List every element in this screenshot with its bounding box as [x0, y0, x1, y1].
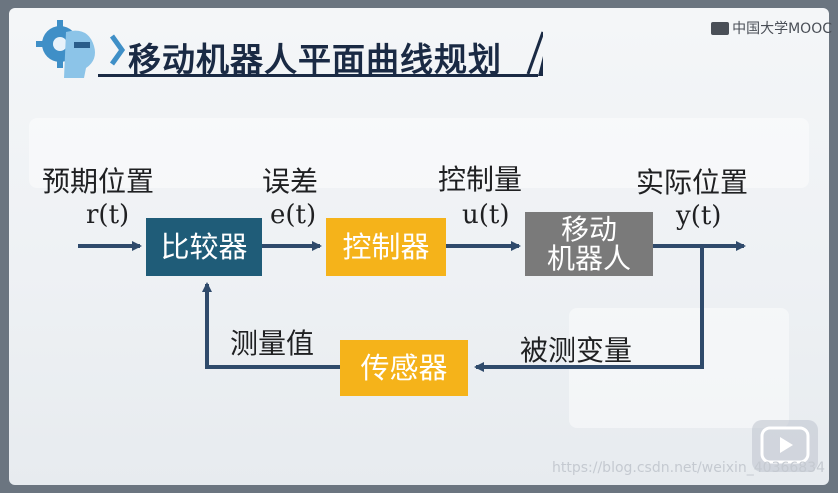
mobile-robot-label-line1: 移动 [560, 212, 617, 246]
measured-variable-label: 被测变量 [520, 334, 633, 367]
play-icon [760, 426, 810, 464]
feedback-to-comparator-arrow [202, 282, 340, 369]
mooc-logo-icon [711, 21, 730, 35]
signal-y-label: y(t) [676, 201, 722, 231]
mooc-watermark: 中国大学MOOC [711, 18, 832, 38]
actual-position-label: 实际位置 [636, 166, 749, 199]
control-quantity-label: 控制量 [438, 163, 523, 196]
title-bar-shape [98, 31, 543, 77]
controller-block: 控制器 [326, 218, 446, 276]
comparator-block-label: 比较器 [160, 229, 248, 264]
background-panel [29, 118, 809, 188]
controller-block-label: 控制器 [342, 229, 430, 264]
desired-position-label: 预期位置 [42, 165, 155, 198]
mobile-robot-block: 移动 机器人 [525, 212, 653, 276]
slide-title: 移动机器人平面曲线规划 [128, 40, 502, 79]
error-label: 误差 [262, 165, 319, 198]
mooc-watermark-text: 中国大学MOOC [732, 21, 832, 37]
signal-e-label: e(t) [270, 200, 317, 230]
signal-u-label: u(t) [462, 200, 510, 230]
robot-gear-logo-icon [36, 20, 95, 78]
video-play-badge[interactable] [752, 420, 818, 472]
csdn-watermark: https://blog.csdn.net/weixin_40366834 [552, 460, 826, 476]
sensor-block-label: 传感器 [360, 350, 448, 385]
mobile-robot-label-line2: 机器人 [546, 242, 631, 275]
signal-r-label: r(t) [86, 200, 130, 230]
sensor-block: 传感器 [340, 340, 468, 396]
feedback-to-sensor-arrow [474, 246, 704, 372]
measured-value-label: 测量值 [230, 327, 315, 360]
comparator-block: 比较器 [146, 218, 262, 276]
